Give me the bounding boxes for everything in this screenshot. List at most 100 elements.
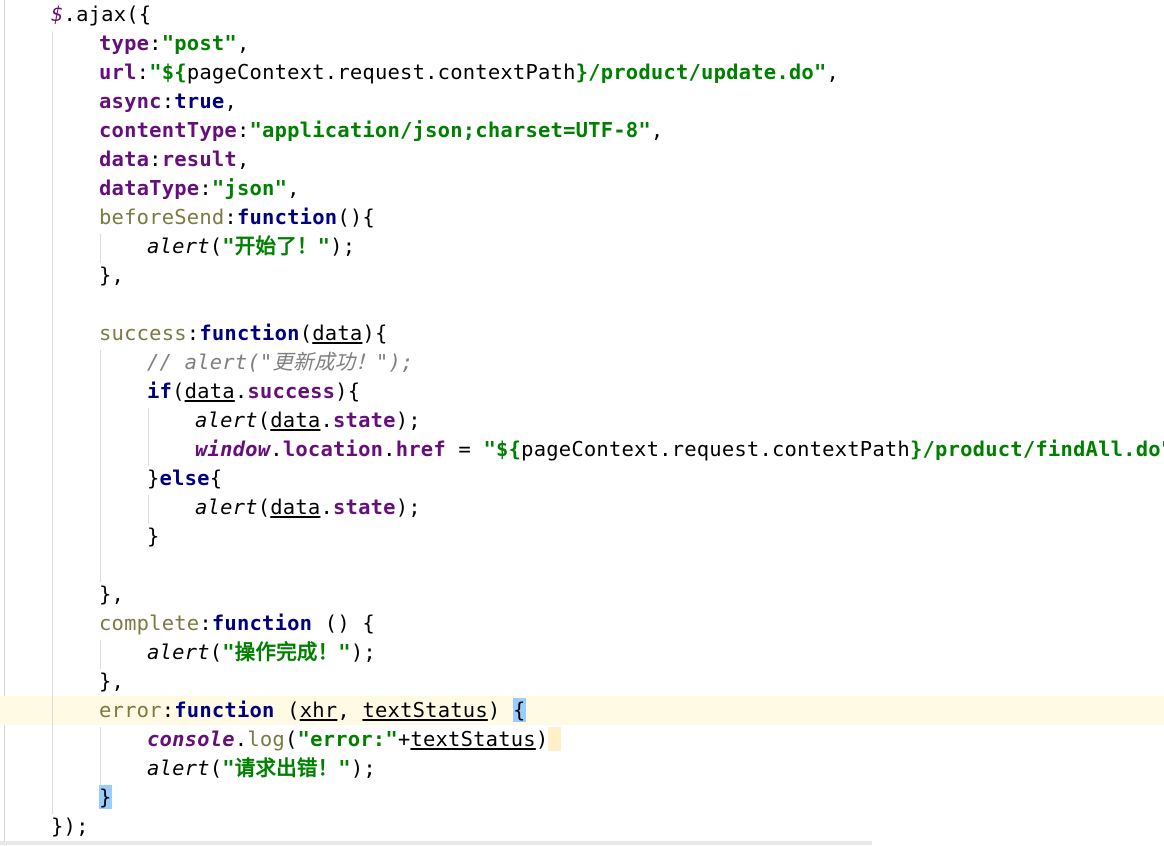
code-line-text: }else{ xyxy=(147,464,222,493)
code-token: } xyxy=(99,785,112,809)
code-token: ) xyxy=(487,698,513,722)
code-line[interactable]: }, xyxy=(0,261,1164,290)
code-token: { xyxy=(209,466,223,490)
code-line[interactable]: } xyxy=(0,522,1164,551)
code-token: if xyxy=(147,379,173,403)
code-token: alert xyxy=(147,234,210,258)
code-line[interactable]: }, xyxy=(0,580,1164,609)
code-line[interactable]: alert(data.state); xyxy=(0,493,1164,522)
code-token: : xyxy=(136,60,150,84)
code-token: "error:" xyxy=(297,727,398,751)
code-token: alert xyxy=(195,408,258,432)
code-token: dataType xyxy=(99,176,200,200)
code-token: data xyxy=(99,147,150,171)
code-line[interactable]: type:"post", xyxy=(0,29,1164,58)
code-line-text: }); xyxy=(51,812,89,841)
code-token: ){ xyxy=(362,321,388,345)
code-line-text: url:"${pageContext.request.contextPath}/… xyxy=(99,58,839,87)
code-token: true xyxy=(174,89,225,113)
code-token: ); xyxy=(350,640,376,664)
code-token: textStatus xyxy=(410,727,536,751)
code-token: .ajax({ xyxy=(63,2,152,26)
code-line-text: success:function(data){ xyxy=(99,319,388,348)
code-line[interactable]: url:"${pageContext.request.contextPath}/… xyxy=(0,58,1164,87)
code-token: success xyxy=(247,379,336,403)
code-line[interactable]: success:function(data){ xyxy=(0,319,1164,348)
code-line[interactable]: }else{ xyxy=(0,464,1164,493)
code-line-text: } xyxy=(147,522,160,551)
code-line[interactable] xyxy=(0,290,1164,319)
code-token: . xyxy=(383,437,396,461)
code-token: pageContext.request.contextPath xyxy=(521,437,910,461)
code-token: data xyxy=(270,408,321,432)
code-line[interactable] xyxy=(0,551,1164,580)
code-token: beforeSend xyxy=(99,205,225,229)
code-line[interactable]: async:true, xyxy=(0,87,1164,116)
indent-guide xyxy=(52,31,53,814)
code-line-text: alert("开始了！"); xyxy=(147,232,355,261)
code-line[interactable]: contentType:"application/json;charset=UT… xyxy=(0,116,1164,145)
code-token: xhr xyxy=(299,698,338,722)
code-token: () { xyxy=(312,611,375,635)
code-token: ) xyxy=(535,727,549,751)
code-line[interactable]: alert("请求出错！"); xyxy=(0,754,1164,783)
code-token: $ xyxy=(51,2,64,26)
code-line[interactable]: // alert("更新成功！"); xyxy=(0,348,1164,377)
code-line[interactable]: }, xyxy=(0,667,1164,696)
code-line[interactable]: complete:function () { xyxy=(0,609,1164,638)
code-token: alert xyxy=(147,756,210,780)
code-token: "${ xyxy=(149,60,187,84)
code-line-text: alert("请求出错！"); xyxy=(147,754,376,783)
code-line[interactable]: error:function (xhr, textStatus) { xyxy=(0,696,1164,725)
code-token: ( xyxy=(209,640,223,664)
code-line[interactable]: data:result, xyxy=(0,145,1164,174)
code-token: "${ xyxy=(483,437,522,461)
code-line[interactable]: }); xyxy=(0,812,1164,841)
code-token: , xyxy=(650,118,664,142)
code-line[interactable]: window.location.href = "${pageContext.re… xyxy=(0,435,1164,464)
code-token xyxy=(548,727,561,751)
code-line[interactable]: dataType:"json", xyxy=(0,174,1164,203)
code-token: function xyxy=(199,321,300,345)
code-token: "操作完成！" xyxy=(222,640,351,664)
code-token: , xyxy=(236,31,250,55)
code-line[interactable]: } xyxy=(0,783,1164,812)
code-line[interactable]: alert("操作完成！"); xyxy=(0,638,1164,667)
code-line-text: // alert("更新成功！"); xyxy=(147,348,414,377)
code-token: , xyxy=(236,147,250,171)
code-line[interactable]: alert("开始了！"); xyxy=(0,232,1164,261)
code-token: : xyxy=(199,611,212,635)
code-token: : xyxy=(161,89,175,113)
code-line-text: alert(data.state); xyxy=(195,493,421,522)
code-line[interactable]: beforeSend:function(){ xyxy=(0,203,1164,232)
code-token: console xyxy=(147,727,235,751)
indent-guide xyxy=(100,727,101,785)
code-token: window xyxy=(195,437,271,461)
code-token: state xyxy=(332,495,396,519)
code-line-text: complete:function () { xyxy=(99,609,375,638)
code-token: : xyxy=(199,176,212,200)
code-line-text: alert(data.state); xyxy=(195,406,421,435)
code-line[interactable]: console.log("error:"+textStatus) xyxy=(0,725,1164,754)
code-line[interactable]: alert(data.state); xyxy=(0,406,1164,435)
horizontal-scrollbar[interactable] xyxy=(0,841,872,845)
code-token: "json" xyxy=(211,176,288,200)
code-token: }, xyxy=(99,669,125,693)
code-token: , xyxy=(337,698,363,722)
code-token: ( xyxy=(257,495,271,519)
code-token: pageContext.request.contextPath xyxy=(186,60,576,84)
code-token: location xyxy=(282,437,384,461)
code-line[interactable]: if(data.success){ xyxy=(0,377,1164,406)
code-token: ( xyxy=(172,379,185,403)
code-token: ){ xyxy=(335,379,361,403)
indent-guide xyxy=(148,408,149,466)
code-token: ( xyxy=(299,321,313,345)
code-line[interactable]: $.ajax({ xyxy=(0,0,1164,29)
code-token: , xyxy=(287,176,300,200)
indent-guide xyxy=(100,234,101,263)
code-token: }/product/update.do" xyxy=(575,60,827,84)
gutter-edge xyxy=(4,0,5,846)
code-token: textStatus xyxy=(362,698,488,722)
code-line-text: } xyxy=(99,783,112,812)
